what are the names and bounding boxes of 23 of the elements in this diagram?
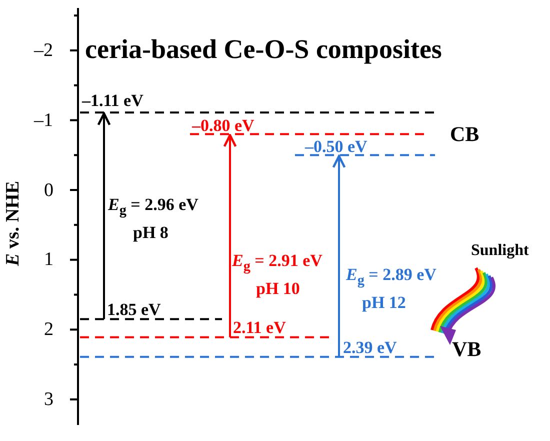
- ph-label: pH 10: [256, 280, 300, 297]
- ph-label: pH 12: [362, 294, 406, 311]
- axis-title: E vs. NHE: [4, 180, 22, 268]
- energy-value: –1.11 eV: [82, 92, 144, 109]
- energy-value: –0.50 eV: [305, 138, 368, 155]
- axis-tick-label: –1: [34, 111, 53, 130]
- ph-label: pH 8: [133, 224, 168, 241]
- energy-value: 2.11 eV: [233, 319, 286, 336]
- energy-value: 2.39 eV: [343, 339, 397, 356]
- axis-tick-label: –2: [34, 41, 53, 60]
- sunlight-label: Sunlight: [471, 243, 529, 259]
- chart-title: ceria-based Ce-O-S composites: [85, 36, 442, 63]
- axis-tick-label: 2: [44, 320, 54, 339]
- energy-value: –0.80 eV: [192, 117, 254, 134]
- axis-tick-label: 3: [44, 390, 54, 409]
- band-gap-label: E$_{g}$ = 2.91 eV: [232, 252, 322, 274]
- energy-value: 1.85 eV: [107, 301, 161, 318]
- axis-tick-label: 0: [44, 181, 54, 200]
- band-gap-label: E$_{g}$ = 2.96 eV: [108, 196, 198, 218]
- band-gap-label: E$_{g}$ = 2.89 eV: [346, 266, 436, 288]
- axis-tick-label: 1: [44, 250, 54, 269]
- band-label: VB: [452, 339, 482, 360]
- band-label: CB: [450, 124, 480, 145]
